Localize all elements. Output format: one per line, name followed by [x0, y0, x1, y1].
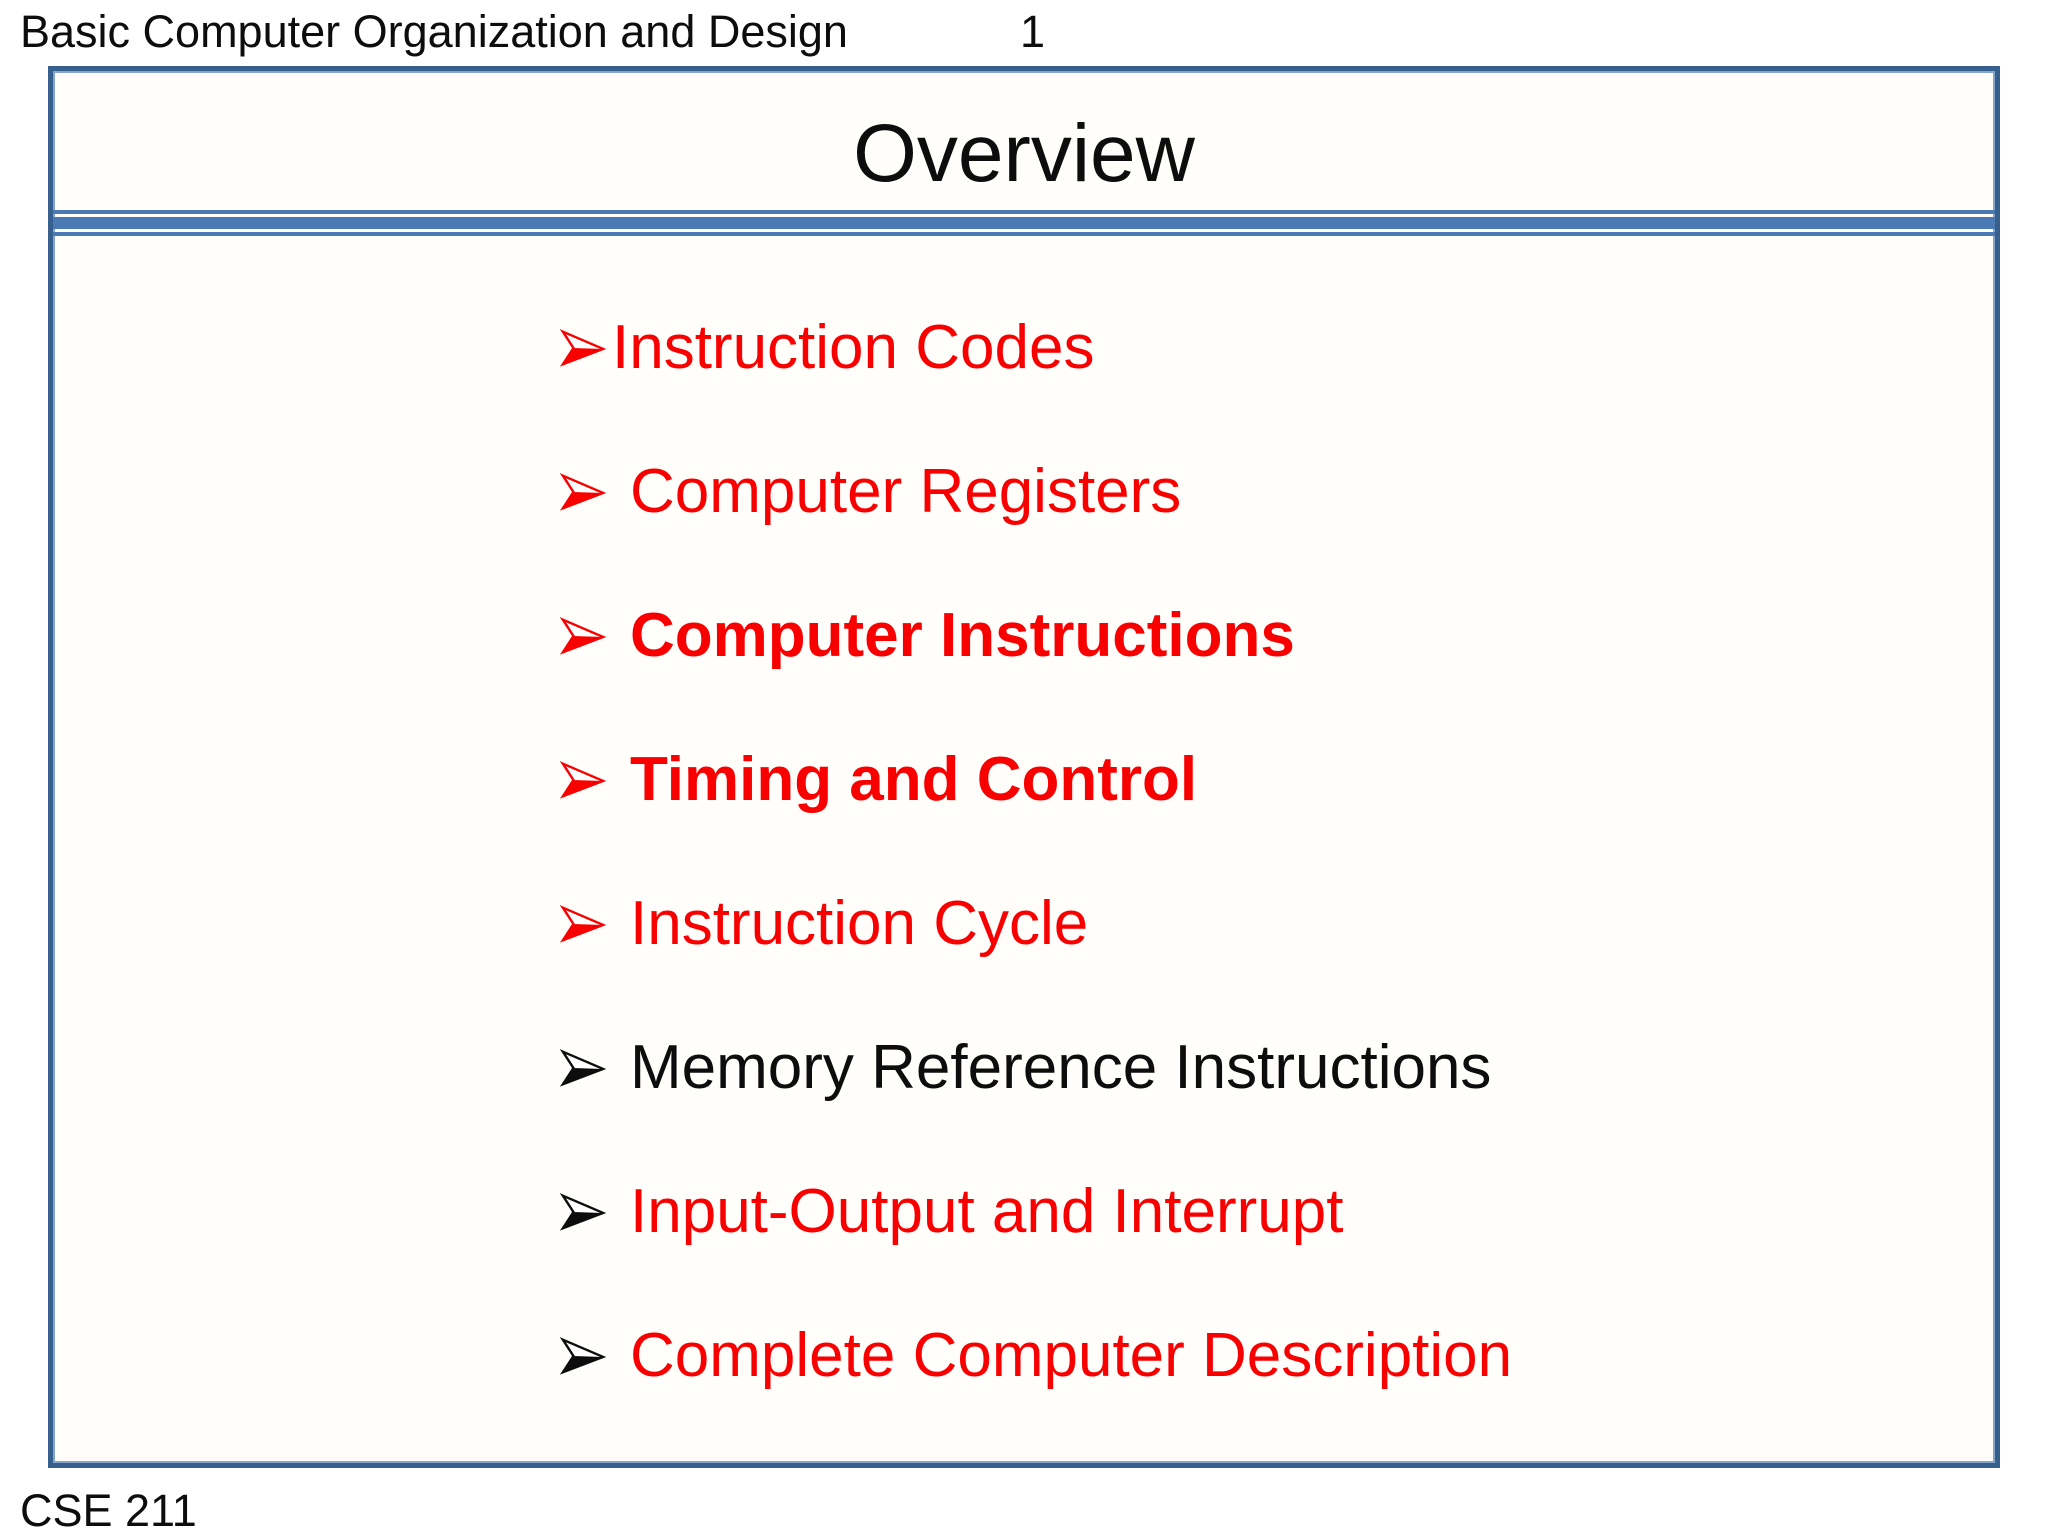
bullet-label: Memory Reference Instructions [630, 1033, 1492, 1102]
arrowhead-right-icon [560, 1192, 606, 1232]
bullet-label: Input-Output and Interrupt [630, 1177, 1344, 1246]
footer-course: CSE 211 [20, 1485, 197, 1536]
bullet-label: Instruction Cycle [630, 889, 1089, 958]
bullet-label: Computer Instructions [630, 601, 1295, 670]
bullet-item: Complete Computer Description [560, 1284, 1985, 1428]
header-title: Basic Computer Organization and Design [20, 6, 848, 57]
arrowhead-right-icon [560, 1048, 606, 1088]
slide-title: Overview [853, 108, 1195, 199]
arrowhead-right-icon [560, 616, 606, 656]
bullet-item: Memory Reference Instructions [560, 996, 1985, 1140]
page-number: 1 [1020, 6, 1046, 57]
bullet-label: Timing and Control [630, 745, 1198, 814]
bullet-label: Instruction Codes [612, 313, 1095, 382]
bullet-item: Instruction Codes [560, 276, 1985, 420]
divider-line [53, 210, 1995, 214]
arrowhead-right-icon [560, 904, 606, 944]
bullet-item: Computer Registers [560, 420, 1985, 564]
title-divider [53, 210, 1995, 236]
bullet-item: Timing and Control [560, 708, 1985, 852]
arrowhead-right-icon [560, 1336, 606, 1376]
arrowhead-right-icon [560, 472, 606, 512]
slide-title-band: Overview [53, 71, 1995, 210]
bullet-item: Instruction Cycle [560, 852, 1985, 996]
arrowhead-right-icon [560, 760, 606, 800]
bullet-label: Computer Registers [630, 457, 1182, 526]
arrowhead-right-icon [560, 328, 606, 368]
divider-line [53, 217, 1995, 229]
bullet-label: Complete Computer Description [630, 1321, 1513, 1390]
bullet-item: Input-Output and Interrupt [560, 1140, 1985, 1284]
divider-line [53, 232, 1995, 236]
bullet-item: Computer Instructions [560, 564, 1985, 708]
